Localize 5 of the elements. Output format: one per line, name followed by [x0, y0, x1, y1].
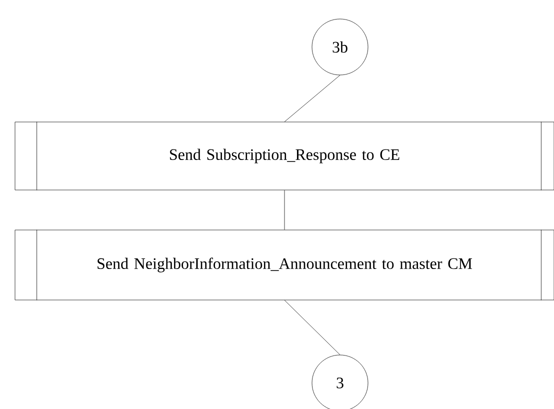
process-box: Send NeighborInformation_Announcement to master CM [14, 230, 554, 300]
connector-line [284, 190, 285, 230]
connector-line [284, 75, 340, 122]
process-box: Send Subscription_Response to CE [14, 122, 554, 190]
connector-line [284, 300, 340, 355]
